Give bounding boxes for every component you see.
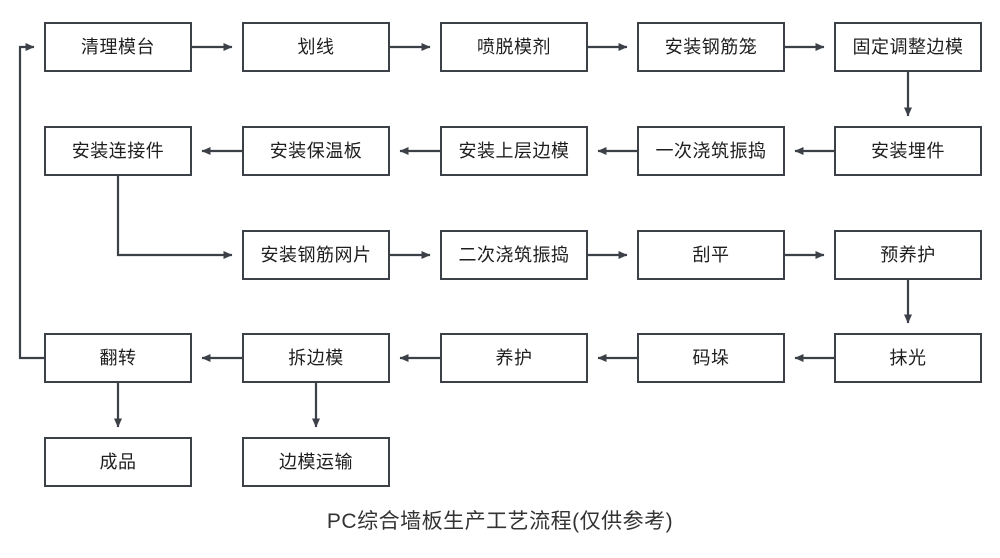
node-pen-tuo-mo-ji[interactable]: 喷脱模剂 <box>440 22 588 72</box>
node-label: 安装保温板 <box>269 141 363 161</box>
node-bian-mo-yun-shu[interactable]: 边模运输 <box>242 437 390 487</box>
node-label: 安装钢筋笼 <box>664 37 758 57</box>
node-an-zhuang-bao-wen-ban[interactable]: 安装保温板 <box>242 126 390 176</box>
node-label: 翻转 <box>99 348 137 368</box>
node-label: 二次浇筑振捣 <box>458 245 570 265</box>
node-an-zhuang-gang-jin-long[interactable]: 安装钢筋笼 <box>637 22 785 72</box>
node-label: 码垛 <box>692 348 730 368</box>
node-label: 一次浇筑振捣 <box>655 141 767 161</box>
node-yang-hu[interactable]: 养护 <box>440 333 588 383</box>
node-label: 安装上层边模 <box>458 141 570 161</box>
node-label: 喷脱模剂 <box>477 37 551 57</box>
node-label: 安装连接件 <box>71 141 165 161</box>
node-label: 预养护 <box>880 245 936 265</box>
diagram-title: PC综合墙板生产工艺流程(仅供参考) <box>326 510 674 533</box>
node-label: 边模运输 <box>279 452 353 472</box>
node-ma-duo[interactable]: 码垛 <box>637 333 785 383</box>
node-label: 拆边模 <box>288 348 344 368</box>
node-hua-xian[interactable]: 划线 <box>242 22 390 72</box>
node-qing-li-mo-tai[interactable]: 清理模台 <box>44 22 192 72</box>
node-label: 安装埋件 <box>871 141 945 161</box>
node-gu-ding-tiao-zheng-bian-mo[interactable]: 固定调整边模 <box>834 22 982 72</box>
node-fan-zhuan[interactable]: 翻转 <box>44 333 192 383</box>
node-label: 固定调整边模 <box>852 37 964 57</box>
node-yi-ci-jiao-zhu-zhen-dao[interactable]: 一次浇筑振捣 <box>637 126 785 176</box>
node-an-zhuang-mai-jian[interactable]: 安装埋件 <box>834 126 982 176</box>
node-cheng-pin[interactable]: 成品 <box>44 437 192 487</box>
edge-n10-n11 <box>116 176 233 259</box>
node-yu-yang-hu[interactable]: 预养护 <box>834 230 982 280</box>
node-label: 抹光 <box>889 348 927 368</box>
node-an-zhuang-shang-ceng-bian-mo[interactable]: 安装上层边模 <box>440 126 588 176</box>
node-mo-guang[interactable]: 抹光 <box>834 333 982 383</box>
node-label: 安装钢筋网片 <box>260 245 372 265</box>
node-label: 清理模台 <box>81 37 155 57</box>
node-label: 划线 <box>297 37 335 57</box>
node-an-zhuang-lian-jie-jian[interactable]: 安装连接件 <box>44 126 192 176</box>
node-chai-bian-mo[interactable]: 拆边模 <box>242 333 390 383</box>
node-gua-ping[interactable]: 刮平 <box>637 230 785 280</box>
node-er-ci-jiao-zhu-zhen-dao[interactable]: 二次浇筑振捣 <box>440 230 588 280</box>
node-label: 成品 <box>99 452 137 472</box>
node-label: 养护 <box>495 348 533 368</box>
edge-n19-n1-feedback <box>18 43 44 360</box>
node-an-zhuang-gang-jin-wang-pian[interactable]: 安装钢筋网片 <box>242 230 390 280</box>
node-label: 刮平 <box>692 245 730 265</box>
